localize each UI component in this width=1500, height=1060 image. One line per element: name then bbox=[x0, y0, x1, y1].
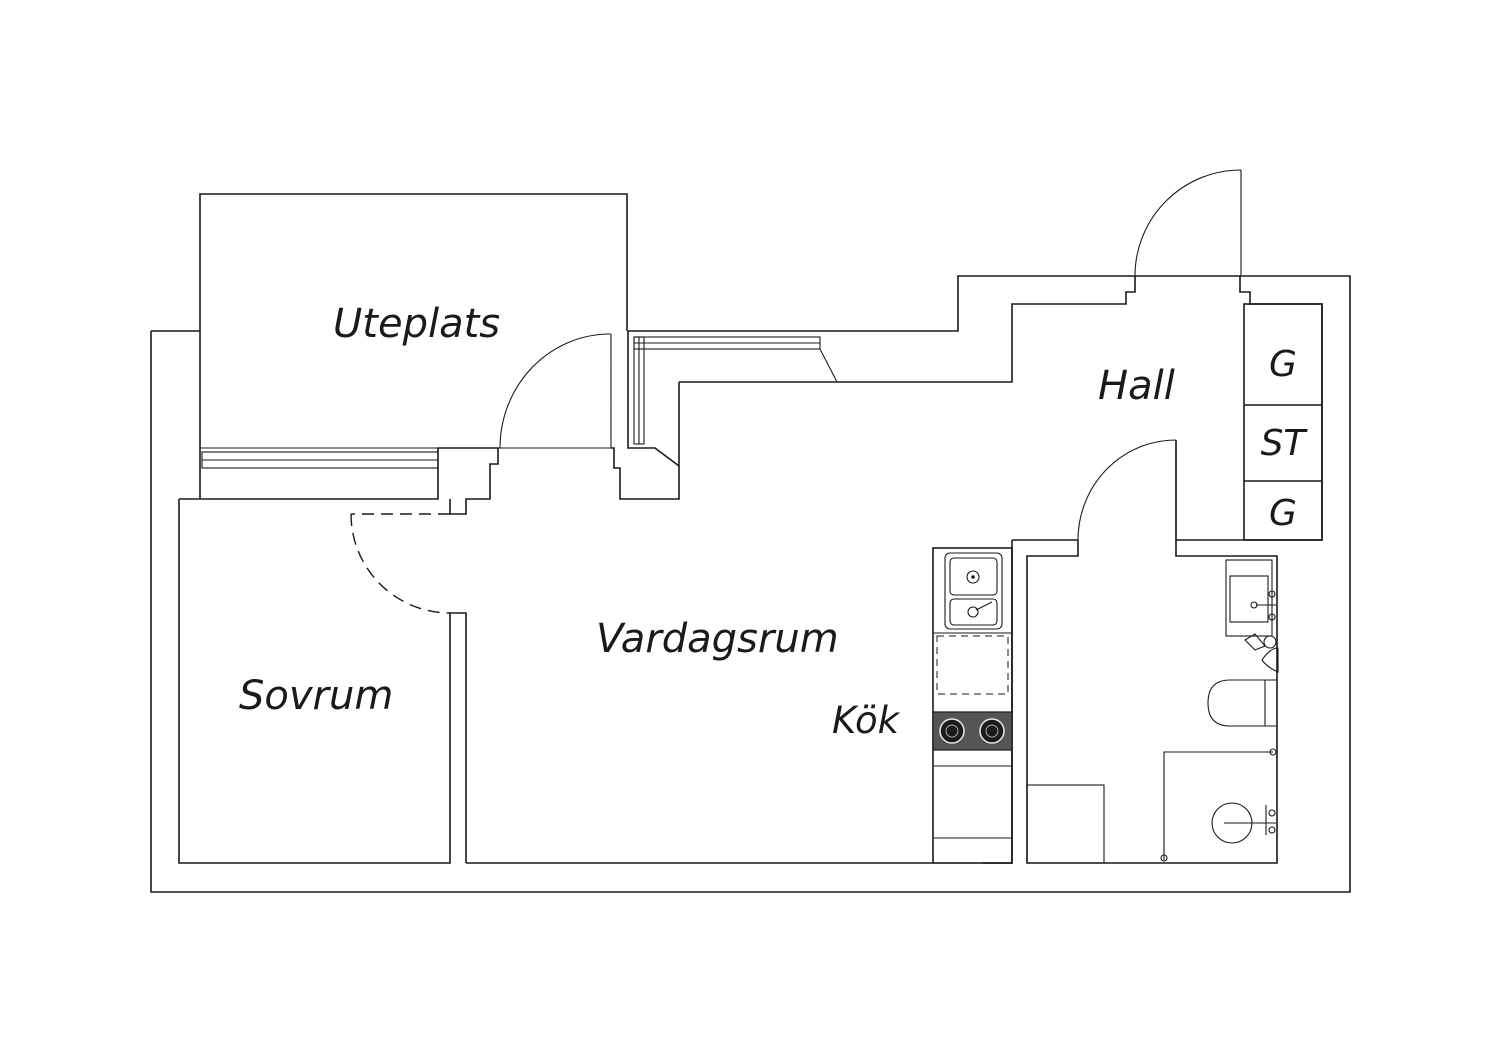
closet-label-bottom: G bbox=[1269, 493, 1297, 534]
bathroom-door bbox=[1077, 439, 1177, 541]
patio-window bbox=[199, 448, 439, 499]
patio-outline bbox=[199, 193, 628, 448]
room-label-vardagsrum: Vardagsrum bbox=[596, 616, 839, 662]
closet-label-top: G bbox=[1269, 344, 1297, 385]
room-label-sovrum: Sovrum bbox=[239, 673, 393, 719]
kitchen-sink-icon bbox=[944, 552, 1003, 630]
shower-icon bbox=[1160, 748, 1277, 862]
room-label-kok: Kök bbox=[832, 699, 901, 742]
hall-walls bbox=[679, 276, 1136, 383]
washing-machine-icon bbox=[1026, 784, 1105, 864]
patio-door bbox=[499, 333, 612, 449]
outer-wall bbox=[150, 275, 1351, 893]
closet-label-middle: ST bbox=[1261, 423, 1309, 464]
dishwasher-icon bbox=[936, 635, 1009, 695]
closet-column bbox=[1243, 303, 1323, 541]
bedroom-walls bbox=[178, 447, 499, 864]
bathroom-sink-icon bbox=[1225, 559, 1279, 673]
toilet-icon bbox=[1207, 679, 1277, 727]
room-label-uteplats: Uteplats bbox=[333, 301, 500, 347]
living-window bbox=[627, 331, 838, 467]
room-label-hall: Hall bbox=[1098, 363, 1175, 409]
bedroom-door-swing bbox=[350, 513, 451, 614]
stove-icon bbox=[932, 711, 1013, 751]
entrance-door bbox=[1134, 169, 1242, 277]
